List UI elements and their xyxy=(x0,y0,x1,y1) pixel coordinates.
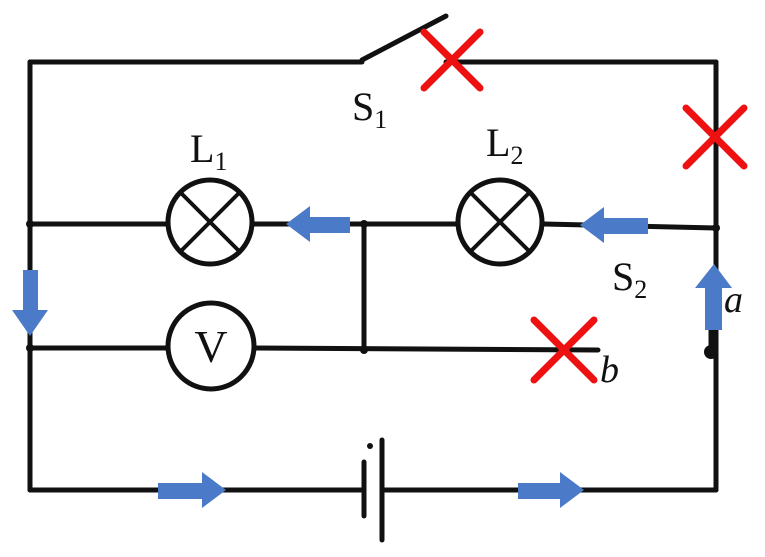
arrow-icon xyxy=(158,472,226,508)
cross-icon xyxy=(530,316,598,384)
lamp-l2-label: L2 xyxy=(486,120,523,170)
arrow-icon xyxy=(12,270,48,336)
arrow-icon xyxy=(695,264,732,330)
cross-icon xyxy=(682,104,748,170)
lamp-l2 xyxy=(455,177,545,267)
lamp-l1-label: L1 xyxy=(190,126,227,176)
arrow-icon xyxy=(518,472,584,508)
voltmeter-row-wire-right xyxy=(252,345,601,353)
junction-left-top xyxy=(26,220,34,228)
battery xyxy=(361,437,385,543)
voltmeter xyxy=(165,300,257,392)
arrow-icon xyxy=(286,206,350,242)
switch-s1-lever xyxy=(359,13,449,63)
point-a-label: a xyxy=(724,279,743,321)
switch-s1-label: S1 xyxy=(352,84,387,134)
cross-icon xyxy=(420,28,484,92)
junction-middle-top xyxy=(360,220,368,228)
voltmeter-label: V xyxy=(194,321,227,372)
junction-right xyxy=(712,224,720,232)
switch-s2-label: S2 xyxy=(612,254,647,304)
point-b-label: b xyxy=(600,349,619,391)
arrow-icon xyxy=(580,207,648,243)
lamp-l1 xyxy=(165,177,255,267)
